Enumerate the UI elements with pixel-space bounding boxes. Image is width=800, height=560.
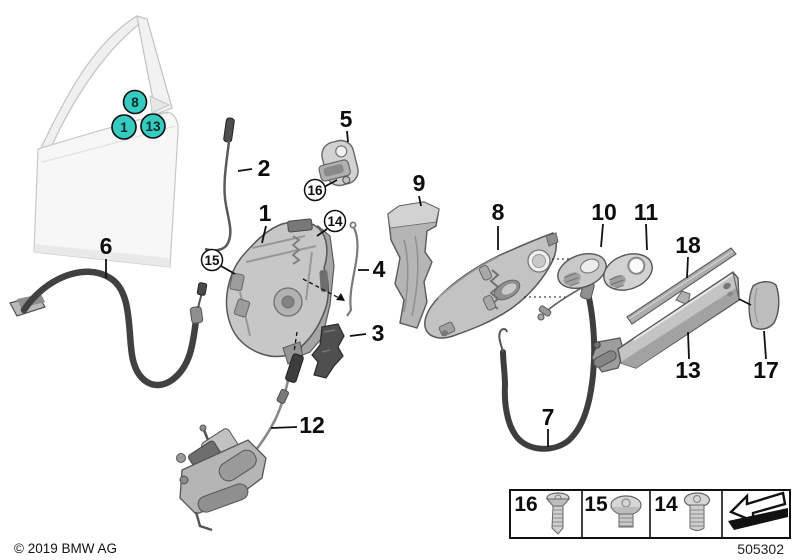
door-handle-13 xyxy=(591,271,740,373)
seal-strip-18 xyxy=(626,247,737,325)
handle-fin xyxy=(675,290,691,306)
part-label-3[interactable]: 3 xyxy=(372,320,385,346)
svg-text:14[interactable]: 14 xyxy=(654,493,678,516)
part-label-10[interactable]: 10 xyxy=(591,199,617,225)
lock-spring xyxy=(291,235,301,265)
svg-text:16[interactable]: 16 xyxy=(307,183,323,198)
door-position-markers: 8 1 13 xyxy=(111,89,166,140)
door-striker-5 xyxy=(318,139,359,187)
bracket-3 xyxy=(311,323,345,379)
svg-text:8[interactable]: 8 xyxy=(131,95,139,110)
part-label-7[interactable]: 7 xyxy=(542,404,555,430)
flat-head-screw-icon xyxy=(610,495,642,528)
handle-carrier-8 xyxy=(424,232,578,339)
part-number-labels: 1 2 3 4 5 6 7 8 9 10 11 12 13 17 18 xyxy=(100,106,779,438)
svg-text:1[interactable]: 1 xyxy=(120,120,128,135)
legend-cell-14[interactable]: 14 xyxy=(654,492,711,531)
handle-gasket-11 xyxy=(603,253,653,291)
door-sill-shade xyxy=(34,244,170,267)
part-label-12[interactable]: 12 xyxy=(299,412,325,438)
oval-head-screw-icon xyxy=(683,492,711,531)
direction-arrow-icon xyxy=(728,491,788,530)
legend-cell-16[interactable]: 16 xyxy=(514,492,571,535)
part-label-2[interactable]: 2 xyxy=(258,155,271,181)
fastener-legend-table: 16 15 14 xyxy=(509,489,791,539)
countersunk-screw-icon xyxy=(545,492,571,535)
part-label-9[interactable]: 9 xyxy=(413,170,426,196)
circled-label-15[interactable]: 15 xyxy=(200,248,224,272)
legend-cell-15[interactable]: 15 xyxy=(584,493,642,528)
cap-leader xyxy=(738,298,752,306)
circled-label-16[interactable]: 16 xyxy=(303,178,327,202)
door-body-panel xyxy=(33,111,179,268)
part-label-6[interactable]: 6 xyxy=(100,233,113,259)
part-label-11[interactable]: 11 xyxy=(634,199,659,225)
lock-actuator-12 xyxy=(176,353,304,532)
callout-leader-lines xyxy=(105,130,767,447)
handle-end-cover-17 xyxy=(738,281,780,330)
locking-rod-4 xyxy=(346,221,359,317)
cable-rubber-boot xyxy=(285,353,304,383)
door-marker-13[interactable]: 13 xyxy=(140,113,166,139)
lock-rod-2 xyxy=(204,117,235,252)
part-label-4[interactable]: 4 xyxy=(373,256,386,282)
copyright-notice: © 2019 BMW AG xyxy=(14,541,117,556)
diagram-code: 505302 xyxy=(737,541,784,557)
front-door-illustration xyxy=(33,15,179,268)
svg-text:15[interactable]: 15 xyxy=(204,253,220,268)
screw-position-dashed-leader xyxy=(302,278,342,300)
part-label-17[interactable]: 17 xyxy=(753,357,779,383)
window-frame-cover-9 xyxy=(387,201,440,329)
circled-part-labels: 16 14 15 xyxy=(200,178,347,272)
circled-label-14[interactable]: 14 xyxy=(323,209,347,233)
part-label-13[interactable]: 13 xyxy=(675,357,701,383)
rod-position-dashed-leader xyxy=(293,331,298,353)
door-marker-8[interactable]: 8 xyxy=(122,89,148,115)
svg-text:14[interactable]: 14 xyxy=(327,214,343,229)
svg-text:13[interactable]: 13 xyxy=(145,119,161,134)
part-label-8[interactable]: 8 xyxy=(492,199,505,225)
part-label-1[interactable]: 1 xyxy=(259,200,272,226)
part-label-18[interactable]: 18 xyxy=(675,232,701,258)
door-lock-1 xyxy=(225,218,345,365)
door-marker-1[interactable]: 1 xyxy=(111,114,137,140)
door-b-pillar xyxy=(136,15,173,115)
handle-gasket-10 xyxy=(557,253,607,289)
svg-text:15[interactable]: 15 xyxy=(584,493,608,516)
svg-text:16[interactable]: 16 xyxy=(514,493,537,516)
door-mirror-triangle xyxy=(149,95,171,114)
part-label-5[interactable]: 5 xyxy=(340,106,353,132)
bowden-cable-6 xyxy=(9,268,208,389)
